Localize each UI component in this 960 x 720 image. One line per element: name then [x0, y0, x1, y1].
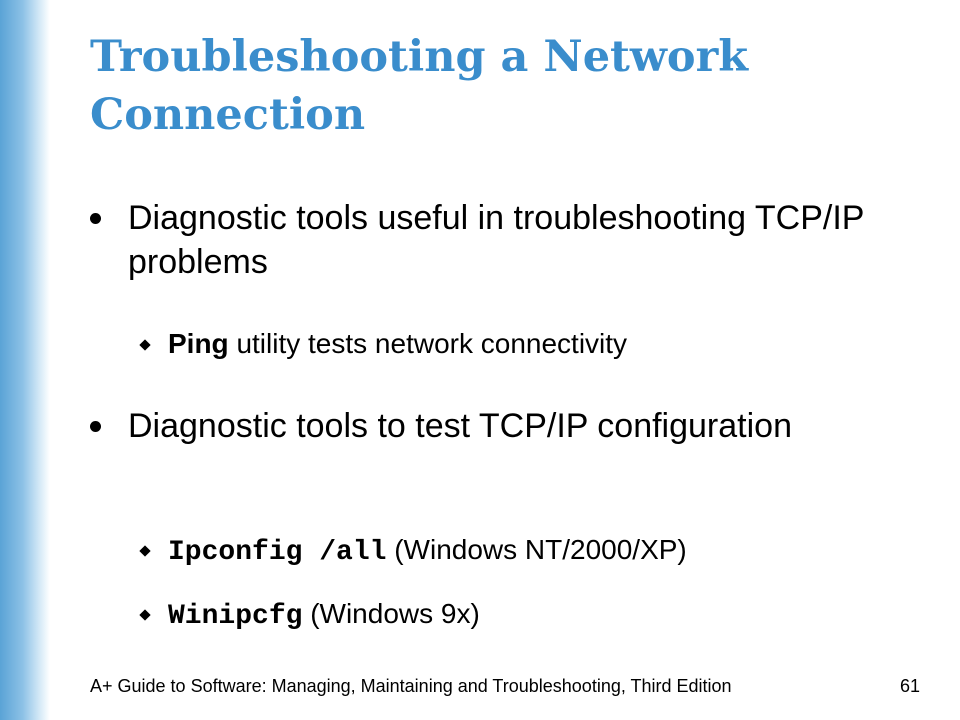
sub-bullet-winipcfg: Winipcfg (Windows 9x) — [138, 596, 928, 635]
sub-bullet-text: utility tests network connectivity — [228, 328, 628, 359]
bullet-dot-icon — [90, 213, 101, 224]
diamond-bullet-icon — [139, 545, 151, 557]
bullet-diagnostic-tools-configuration: Diagnostic tools to test TCP/IP configur… — [90, 404, 920, 448]
diamond-bullet-icon — [139, 609, 151, 621]
footer-text: A+ Guide to Software: Managing, Maintain… — [90, 676, 732, 696]
sub-bullet-ipconfig: Ipconfig /all (Windows NT/2000/XP) — [138, 532, 928, 571]
slide-title: Troubleshooting a Network Connection — [90, 32, 749, 140]
sub-bullet-text: (Windows NT/2000/XP) — [386, 534, 687, 565]
command-code: Ipconfig /all — [168, 537, 387, 568]
bullet-dot-icon — [90, 421, 101, 432]
diamond-bullet-icon — [139, 339, 151, 351]
sub-bullet-text: (Windows 9x) — [302, 598, 480, 629]
command-code: Winipcfg — [168, 601, 303, 632]
bullet-text: Diagnostic tools to test TCP/IP configur… — [128, 407, 792, 445]
decorative-side-band — [0, 0, 50, 720]
sub-bullet-ping: Ping utility tests network connectivity — [138, 326, 928, 362]
bullet-diagnostic-tools-problems: Diagnostic tools useful in troubleshooti… — [90, 196, 920, 284]
command-name: Ping — [168, 328, 229, 359]
bullet-text: Diagnostic tools useful in troubleshooti… — [128, 199, 864, 281]
page-number: 61 — [899, 676, 920, 696]
